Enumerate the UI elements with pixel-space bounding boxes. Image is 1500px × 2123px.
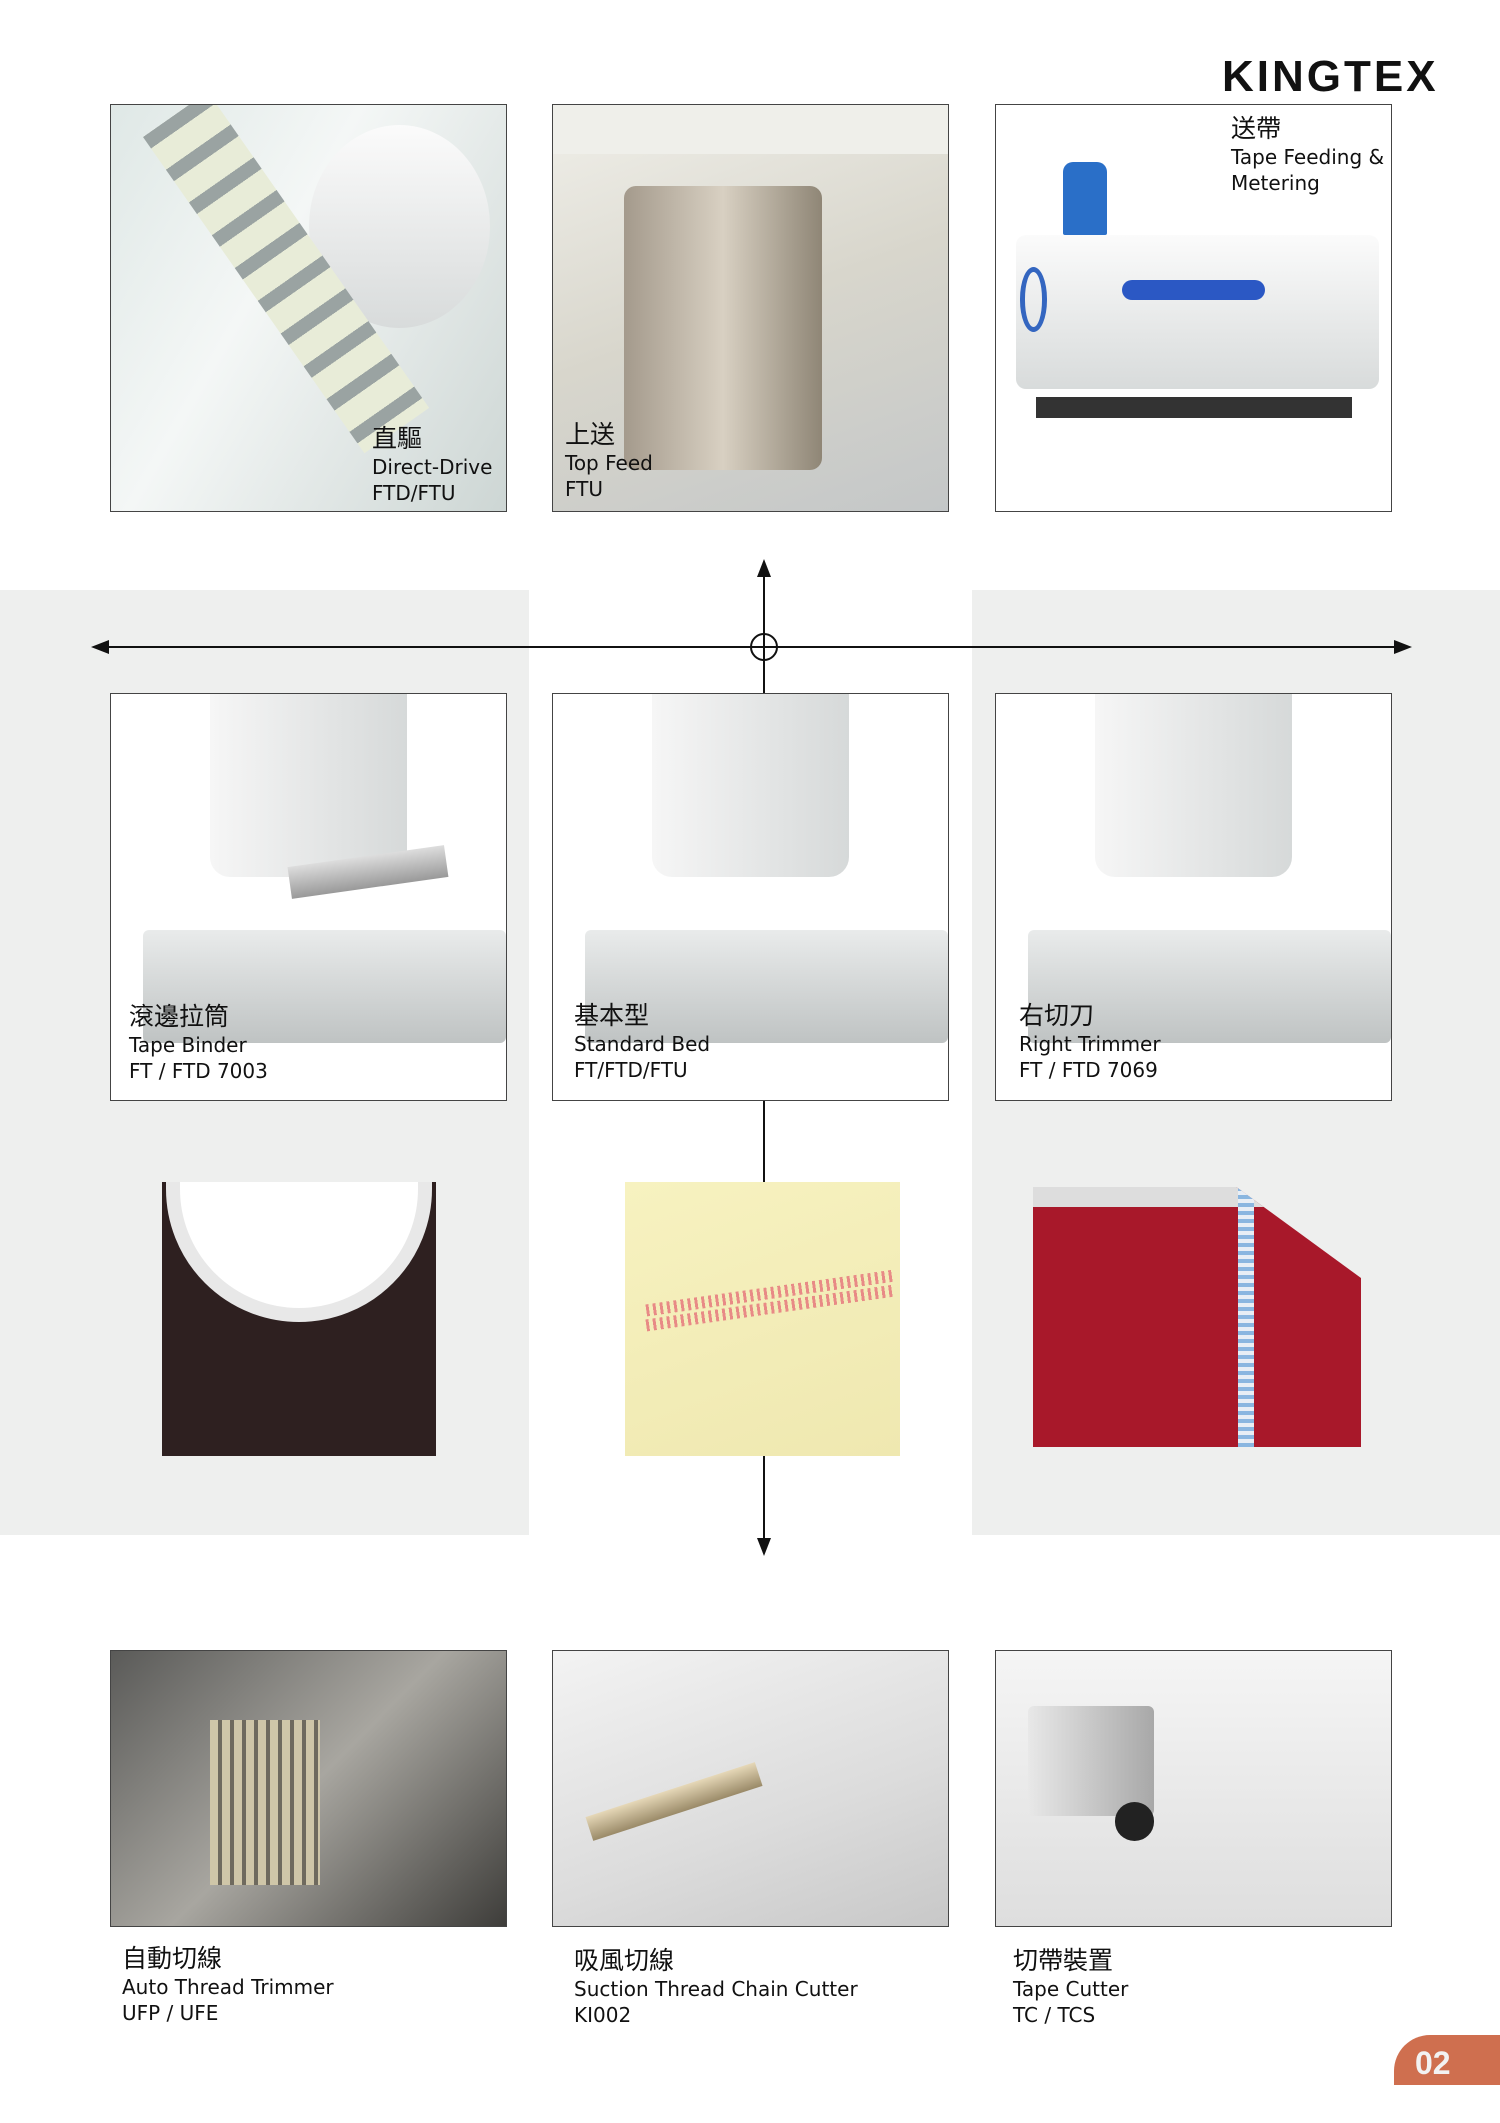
caption-tape-feeding: 送帶 Tape Feeding & Metering [1231, 114, 1384, 196]
photo-tape-cutter [995, 1650, 1392, 1927]
caption-right-trimmer: 右切刀 Right Trimmer FT / FTD 7069 [1019, 1001, 1161, 1083]
caption-zh: 直驅 [372, 424, 423, 453]
photo-right-trimmer [995, 693, 1392, 1101]
caption-zh: 右切刀 [1019, 1001, 1095, 1030]
caption-en-line2: Metering [1231, 171, 1320, 195]
arrow-right-icon [1394, 640, 1412, 654]
caption-en: Tape Feeding & [1231, 145, 1385, 169]
caption-en: Suction Thread Chain Cutter [574, 1977, 858, 2001]
caption-standard-bed: 基本型 Standard Bed FT/FTD/FTU [574, 1001, 710, 1083]
caption-model: FT/FTD/FTU [574, 1058, 688, 1082]
photo-direct-drive [110, 104, 507, 512]
caption-tape-cutter: 切帶裝置 Tape Cutter TC / TCS [1013, 1946, 1128, 2028]
photo-auto-thread-trimmer [110, 1650, 507, 1927]
photo-standard-bed [552, 693, 949, 1101]
caption-en: Standard Bed [574, 1032, 711, 1056]
caption-en: Auto Thread Trimmer [122, 1975, 334, 1999]
caption-model: UFP / UFE [122, 2001, 219, 2025]
caption-zh: 上送 [565, 420, 616, 449]
caption-suction-thread-chain-cutter: 吸風切線 Suction Thread Chain Cutter KI002 [574, 1946, 858, 2028]
caption-direct-drive: 直驅 Direct-Drive FTD/FTU [372, 424, 492, 506]
photo-tape-binder [110, 693, 507, 1101]
caption-zh: 切帶裝置 [1013, 1946, 1114, 1975]
caption-zh: 送帶 [1231, 114, 1282, 143]
caption-zh: 基本型 [574, 1001, 650, 1030]
caption-zh: 吸風切線 [574, 1946, 675, 1975]
caption-zh: 自動切線 [122, 1944, 223, 1973]
photo-top-feed [552, 104, 949, 512]
caption-zh: 滾邊拉筒 [129, 1002, 230, 1031]
page-number-badge: 02 [1394, 2035, 1500, 2085]
caption-model: FTD/FTU [372, 481, 456, 505]
caption-en: Tape Binder [129, 1033, 247, 1057]
photo-tape-feeding [995, 104, 1392, 512]
fabric-sample-tape-binder [162, 1182, 436, 1456]
caption-model: TC / TCS [1013, 2003, 1096, 2027]
arrow-left-icon [91, 640, 109, 654]
fabric-sample-standard-bed [625, 1182, 900, 1456]
caption-en: Top Feed [565, 451, 653, 475]
caption-model: FT / FTD 7069 [1019, 1058, 1158, 1082]
arrow-down-icon [757, 1538, 771, 1556]
caption-model: KI002 [574, 2003, 632, 2027]
caption-en: Right Trimmer [1019, 1032, 1161, 1056]
photo-suction-thread-chain-cutter [552, 1650, 949, 1927]
arrow-up-icon [757, 559, 771, 577]
caption-tape-binder: 滾邊拉筒 Tape Binder FT / FTD 7003 [129, 1002, 268, 1084]
caption-en: Tape Cutter [1013, 1977, 1129, 2001]
axis-origin-circle [750, 633, 778, 661]
caption-en: Direct-Drive [372, 455, 493, 479]
caption-model: FTU [565, 477, 604, 501]
caption-top-feed: 上送 Top Feed FTU [565, 420, 653, 502]
brand-logo: KINGTEX [1222, 52, 1439, 101]
caption-model: FT / FTD 7003 [129, 1059, 268, 1083]
caption-auto-thread-trimmer: 自動切線 Auto Thread Trimmer UFP / UFE [122, 1944, 334, 2026]
